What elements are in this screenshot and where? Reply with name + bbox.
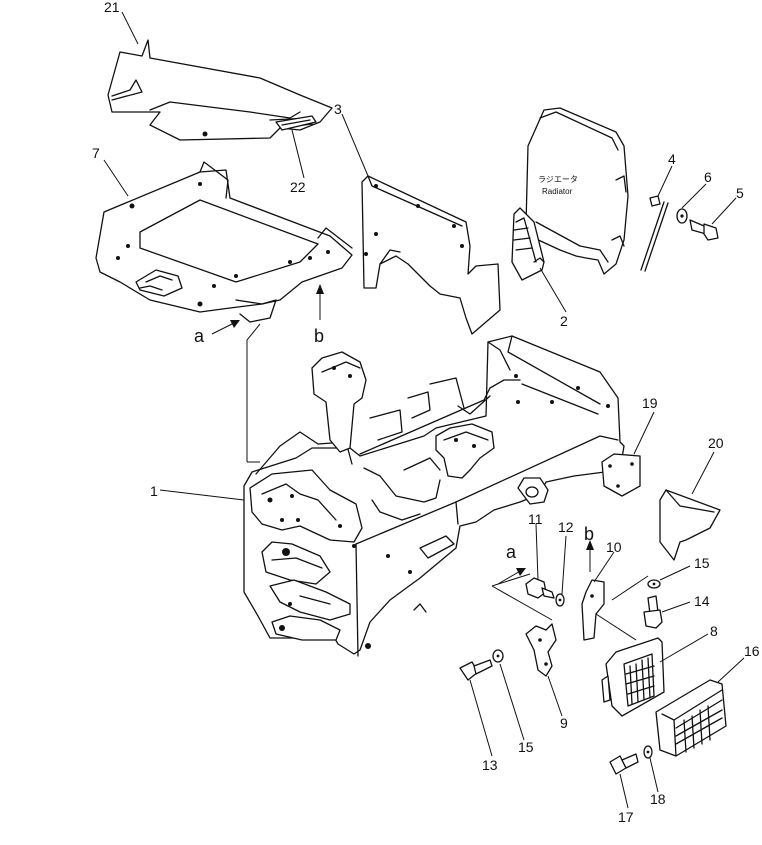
part-9-bracket [525,623,557,677]
view-ref-a-bottom: a [506,542,517,562]
part-11-bolt [525,577,555,599]
part-5-bolt [689,219,719,241]
leader-lines [103,11,745,809]
callout-18: 18 [650,791,666,807]
callout-2: 2 [560,313,568,329]
view-ref-a-top: a [194,326,205,346]
callout-20: 20 [708,435,724,451]
part-4-rod [640,195,669,272]
view-reference-letters: a b a b [194,326,594,562]
callout-9: 9 [560,715,568,731]
callout-15-right: 15 [694,555,710,571]
callout-1: 1 [150,483,158,499]
callout-5: 5 [736,185,744,201]
callout-6: 6 [704,169,712,185]
part-12-washer [555,593,565,607]
callout-21: 21 [104,0,120,15]
callout-4: 4 [668,151,676,167]
callout-10: 10 [606,539,622,555]
part-1-main-frame [243,335,625,657]
part-2-bracket [511,207,545,281]
callout-19: 19 [642,395,658,411]
part-19-cover-plate [601,453,641,497]
radiator-outline: ラジエータ Radiator [525,107,629,275]
callout-17: 17 [618,809,634,825]
assembly-reference-lines [246,323,649,641]
callout-11: 11 [528,511,543,527]
part-8-grille [601,637,665,717]
callout-labels: 21 7 3 22 4 6 5 2 19 20 1 11 12 10 15 14… [92,0,760,825]
part-20-guard [659,489,721,561]
part-7-floor-frame [95,161,353,323]
part-6-washer [676,208,688,224]
callout-7: 7 [92,145,100,161]
callout-15-left: 15 [518,739,534,755]
callout-12: 12 [558,519,574,535]
callout-16: 16 [744,643,760,659]
callout-14: 14 [694,593,710,609]
part-3-rear-panel [361,175,501,335]
callout-13: 13 [482,757,498,773]
part-15-washer-right [647,579,661,589]
callout-3: 3 [334,101,342,117]
callout-22: 22 [290,179,306,195]
view-ref-b-bottom: b [584,524,594,544]
part-10-bracket [581,579,605,641]
part-15-washer-left [492,649,504,663]
part-13-bolt [459,659,493,681]
part-14-bolt [643,595,663,629]
view-arrows [211,284,594,585]
part-18-washer [643,745,653,759]
part-16-louver [655,679,727,757]
view-ref-b-top: b [314,326,324,346]
radiator-english-label: Radiator [542,187,573,196]
part-17-bolt [609,753,639,775]
part-22-strip [275,115,317,131]
radiator-japanese-label: ラジエータ [538,175,578,184]
callout-8: 8 [710,623,718,639]
